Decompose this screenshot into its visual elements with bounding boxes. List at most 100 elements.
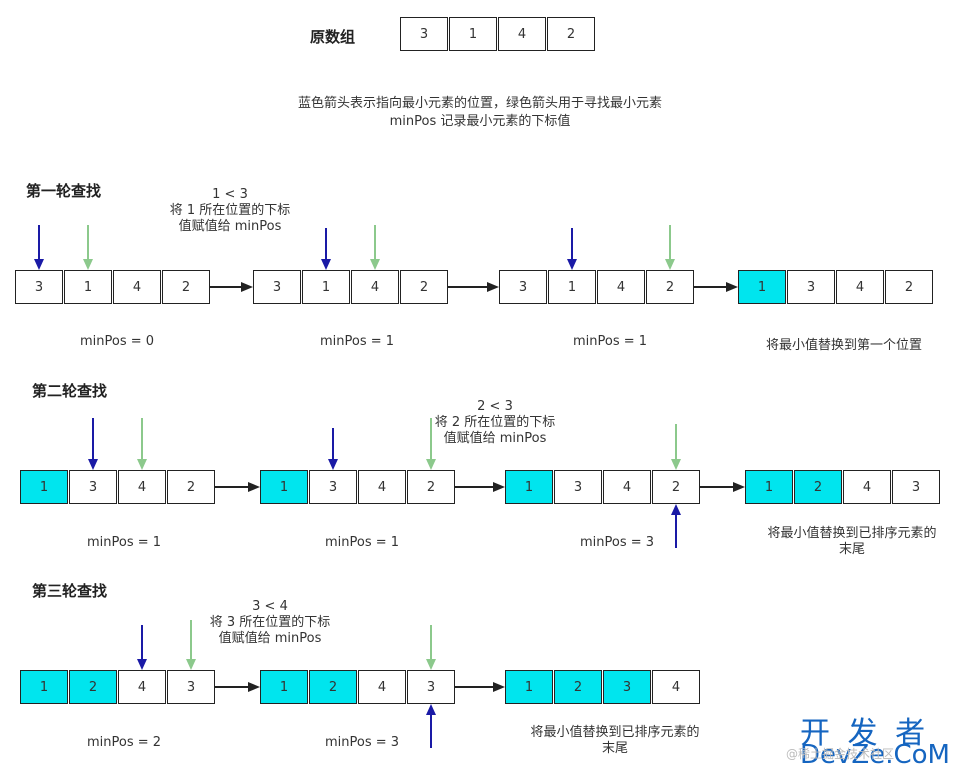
step-arrow (700, 482, 745, 492)
green-arrow (83, 225, 93, 270)
round-1-note: 1 < 3 将 1 所在位置的下标 值赋值给 minPos (160, 187, 300, 235)
array-cell: 3 (253, 270, 301, 304)
array-cell: 4 (597, 270, 645, 304)
array-cell: 2 (547, 17, 595, 51)
round-2-note: 2 < 3 将 2 所在位置的下标 值赋值给 minPos (425, 399, 565, 447)
array-cell: 2 (554, 670, 602, 704)
array-cell: 2 (167, 470, 215, 504)
legend-line-1: 蓝色箭头表示指向最小元素的位置，绿色箭头用于寻找最小元素 (297, 96, 662, 111)
array-cell: 4 (358, 470, 406, 504)
array-cell: 4 (843, 470, 891, 504)
step-arrow (215, 682, 260, 692)
array-cell: 4 (603, 470, 651, 504)
round-3-note: 3 < 4 将 3 所在位置的下标 值赋值给 minPos (200, 599, 340, 647)
step-label: minPos = 1 (320, 334, 395, 349)
step-label: minPos = 3 (325, 735, 400, 750)
note-line: 将 3 所在位置的下标 (209, 615, 331, 630)
note-line: 将 1 所在位置的下标 (169, 203, 291, 218)
step-arrow (455, 682, 505, 692)
original-array-title: 原数组 (310, 28, 356, 46)
array-cell: 4 (498, 17, 546, 51)
step-label: minPos = 1 (573, 334, 648, 349)
watermark-small: @稀土掘金技术社区 (786, 747, 895, 761)
array-cell: 3 (787, 270, 835, 304)
array-cell: 3 (407, 670, 455, 704)
blue-arrow (88, 418, 98, 470)
array-cell: 1 (505, 670, 553, 704)
watermark-domain: DevZe.CoM (800, 740, 950, 770)
step-label: 将最小值替换到已排序元素的末尾 (767, 526, 937, 557)
array-cell: 2 (309, 670, 357, 704)
array-cell: 1 (738, 270, 786, 304)
array-cell: 4 (351, 270, 399, 304)
array-cell: 3 (69, 470, 117, 504)
green-arrow (671, 424, 681, 470)
green-arrow (426, 625, 436, 670)
array-cell: 2 (885, 270, 933, 304)
array-cell: 4 (358, 670, 406, 704)
blue-arrow (426, 704, 436, 748)
array-cell: 3 (892, 470, 940, 504)
note-line: 值赋值给 minPos (443, 431, 547, 446)
green-arrow (665, 225, 675, 270)
legend-line-2: minPos 记录最小元素的下标值 (389, 114, 571, 129)
blue-arrow (34, 225, 44, 270)
blue-arrow (328, 428, 338, 470)
step-label: minPos = 1 (87, 535, 162, 550)
round-2-title: 第二轮查找 (32, 382, 108, 400)
array-cell: 3 (499, 270, 547, 304)
array-cell: 2 (400, 270, 448, 304)
note-line: 值赋值给 minPos (218, 631, 322, 646)
array-cell: 3 (603, 670, 651, 704)
watermark-main: 开 发 者 (800, 716, 930, 751)
step-arrow (455, 482, 505, 492)
step-label: minPos = 1 (325, 535, 400, 550)
array-cell: 2 (646, 270, 694, 304)
green-arrow (426, 418, 436, 470)
array-cell: 1 (20, 670, 68, 704)
note-line: 2 < 3 (477, 399, 513, 414)
step-label: minPos = 3 (580, 535, 655, 550)
array-cell: 4 (118, 670, 166, 704)
blue-arrow (137, 625, 147, 670)
array-cell: 1 (64, 270, 112, 304)
array-cell: 4 (652, 670, 700, 704)
array-cell: 4 (113, 270, 161, 304)
array-cell: 1 (260, 670, 308, 704)
step-label: minPos = 2 (87, 735, 162, 750)
array-cell: 3 (15, 270, 63, 304)
step-arrow (694, 282, 738, 292)
array-cell: 1 (449, 17, 497, 51)
array-cell: 2 (794, 470, 842, 504)
green-arrow (137, 418, 147, 470)
note-line: 值赋值给 minPos (178, 219, 282, 234)
array-cell: 1 (505, 470, 553, 504)
round-1-title: 第一轮查找 (26, 182, 102, 200)
array-cell: 4 (118, 470, 166, 504)
note-line: 1 < 3 (212, 187, 248, 202)
round-3-title: 第三轮查找 (32, 582, 108, 600)
array-cell: 3 (400, 17, 448, 51)
array-cell: 4 (836, 270, 884, 304)
step-arrow (448, 282, 499, 292)
array-cell: 1 (260, 470, 308, 504)
array-cell: 1 (548, 270, 596, 304)
green-arrow (186, 620, 196, 670)
array-cell: 2 (69, 670, 117, 704)
note-line: 将 2 所在位置的下标 (434, 415, 556, 430)
step-arrow (215, 482, 260, 492)
step-label: minPos = 0 (80, 334, 155, 349)
array-cell: 2 (162, 270, 210, 304)
array-cell: 3 (554, 470, 602, 504)
blue-arrow (671, 504, 681, 548)
array-cell: 3 (167, 670, 215, 704)
step-label: 将最小值替换到已排序元素的末尾 (530, 725, 700, 756)
blue-arrow (567, 228, 577, 270)
blue-arrow (321, 228, 331, 270)
array-cell: 2 (407, 470, 455, 504)
array-cell: 1 (302, 270, 350, 304)
step-label: 将最小值替换到第一个位置 (766, 338, 923, 353)
array-cell: 1 (745, 470, 793, 504)
array-cell: 2 (652, 470, 700, 504)
